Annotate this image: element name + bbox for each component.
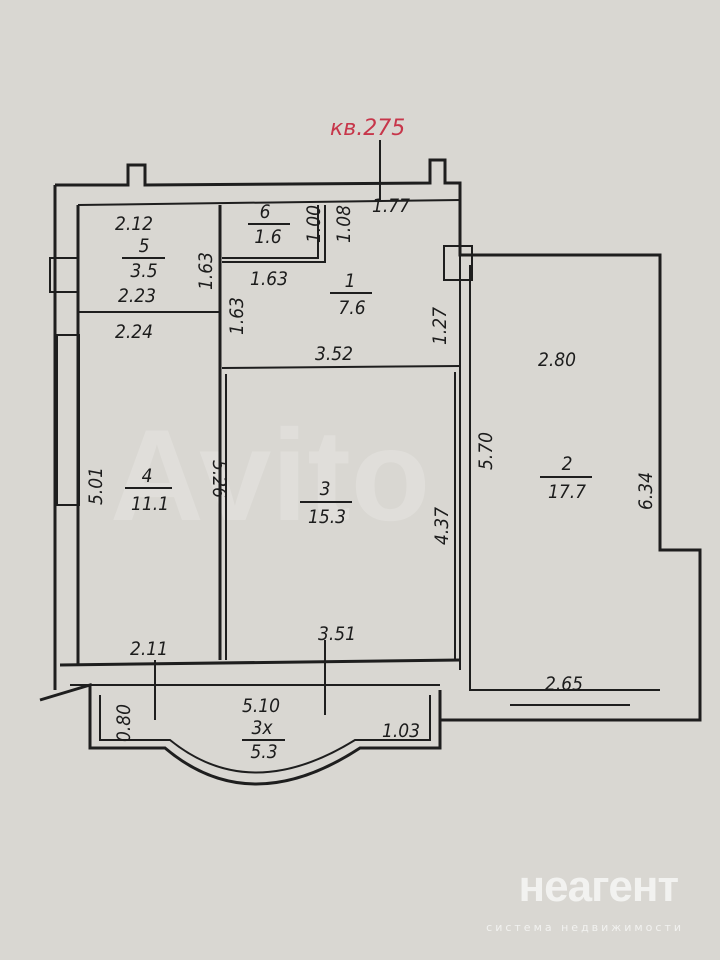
dimension: 3.51 xyxy=(318,623,356,645)
room-area: 17.7 xyxy=(548,481,586,503)
dimension: 2.80 xyxy=(538,349,576,371)
brand-watermark: неагент xyxy=(518,862,679,911)
dimension: 2.23 xyxy=(118,285,156,307)
apartment-label: кв.275 xyxy=(330,116,405,141)
dimension: 5.01 xyxy=(85,467,107,505)
room-number: 6 xyxy=(260,201,271,223)
dimension: 4.37 xyxy=(431,507,453,545)
dimension: 2.65 xyxy=(545,673,583,695)
room-number: 3 xyxy=(320,478,331,500)
dimension: 1.03 xyxy=(382,720,420,742)
room-number: 1 xyxy=(345,270,356,292)
dimension: 6.34 xyxy=(635,472,657,510)
room-area: 7.6 xyxy=(338,297,365,319)
walls xyxy=(39,140,702,786)
dimension: 1.08 xyxy=(333,205,355,243)
dimension: 1.77 xyxy=(372,195,410,217)
brand-tagline: система недвижимости xyxy=(486,921,684,934)
room-area: 1.6 xyxy=(254,226,281,248)
room-number: 4 xyxy=(142,465,153,487)
room-area: 15.3 xyxy=(308,506,346,528)
dimension: 2.11 xyxy=(130,638,168,660)
room-labels: 1 7.6 2 17.7 3 15.3 4 11.1 5 3.5 6 1.6 3… xyxy=(122,201,592,763)
dimension: 0.80 xyxy=(113,704,135,742)
dimension: 1.27 xyxy=(429,307,451,345)
room-number: 2 xyxy=(562,453,573,475)
dimension: 5.10 xyxy=(242,695,280,717)
dimension: 5.26 xyxy=(208,460,230,498)
room-area: 3.5 xyxy=(130,260,157,282)
room-area: 11.1 xyxy=(131,493,169,515)
dimension: 2.24 xyxy=(115,321,153,343)
dimension: 3.52 xyxy=(315,343,353,365)
dimension-labels: 2.12 1.63 2.23 2.24 1.00 1.08 1.77 1.63 … xyxy=(85,195,657,742)
room-number: 5 xyxy=(139,235,150,257)
dimension: 1.00 xyxy=(303,205,325,243)
room-area: 5.3 xyxy=(250,741,277,763)
room-number: 3х xyxy=(252,717,274,739)
dimension: 1.63 xyxy=(250,268,288,290)
dimension: 1.63 xyxy=(195,252,217,290)
dimension: 5.70 xyxy=(475,432,497,470)
avito-watermark: Avito xyxy=(110,402,431,548)
dimension: 1.63 xyxy=(226,297,248,335)
dimension: 2.12 xyxy=(115,213,153,235)
